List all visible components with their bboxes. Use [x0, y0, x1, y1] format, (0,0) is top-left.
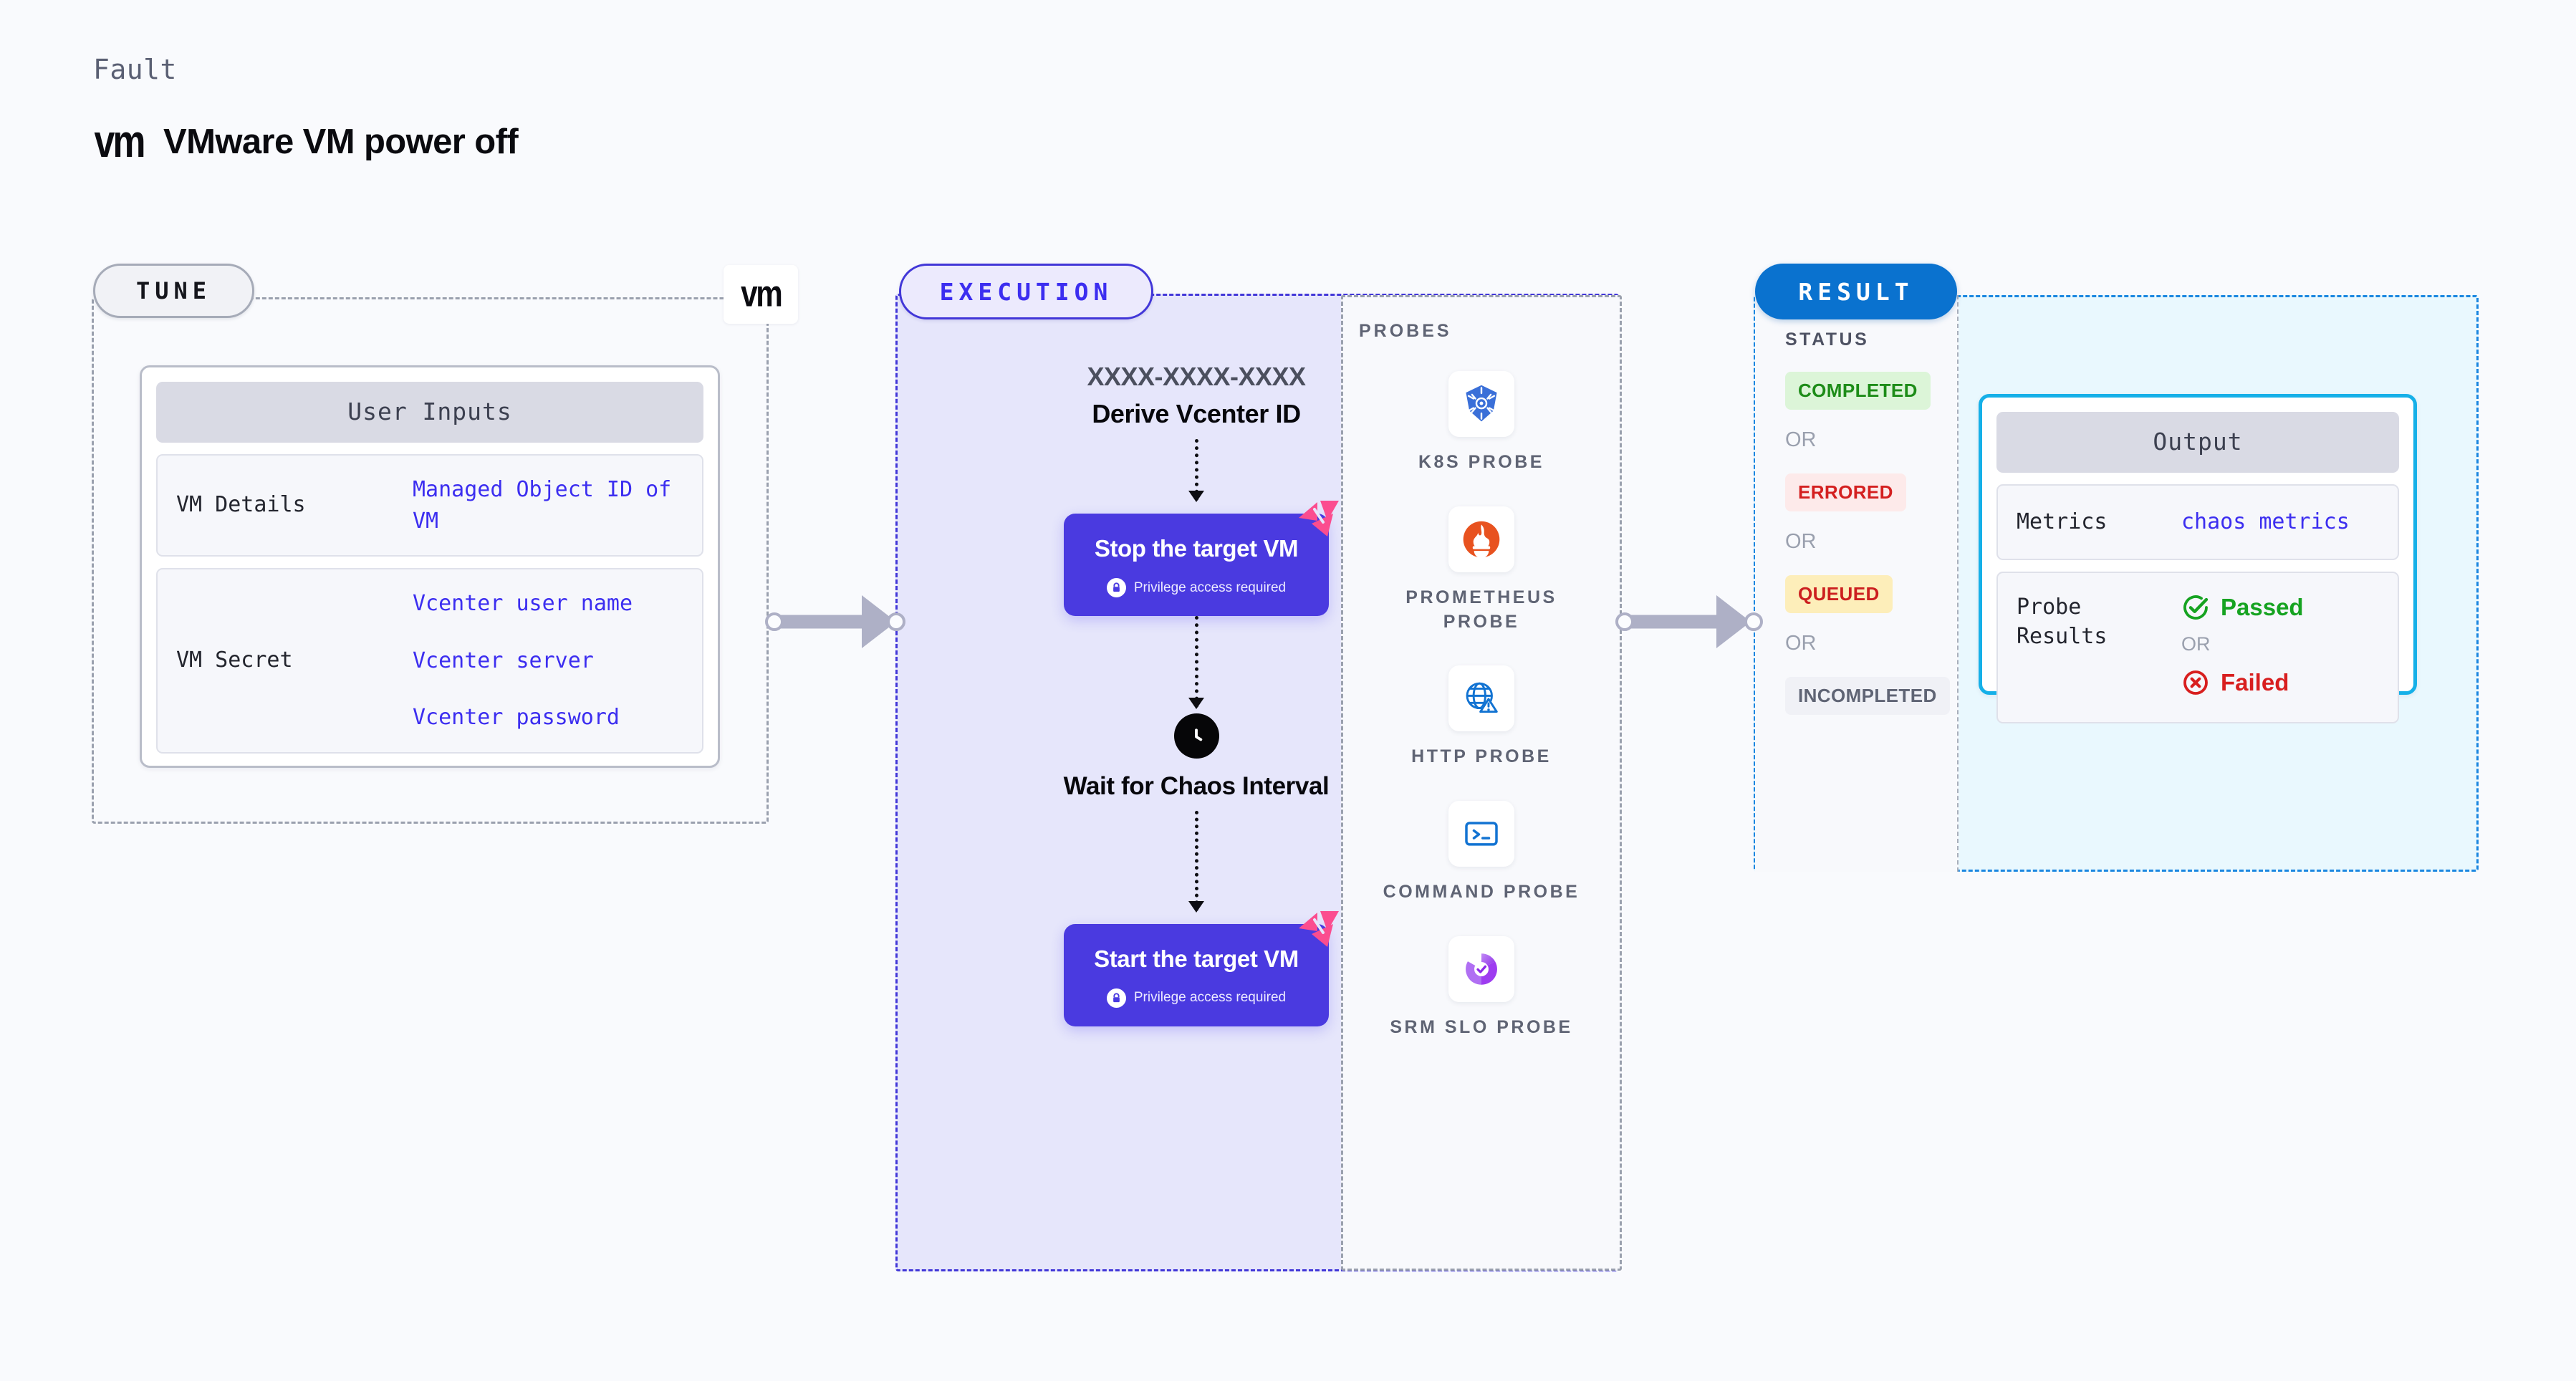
- fault-kicker: Fault: [93, 54, 177, 85]
- table-row: VM Secret Vcenter user name Vcenter serv…: [156, 568, 703, 754]
- probe-results-values: Passed OR Failed: [2181, 593, 2304, 697]
- list-item: Vcenter user name: [413, 591, 633, 616]
- list-item[interactable]: PROMETHEUS PROBE: [1378, 506, 1585, 635]
- probes-panel: PROBES K8S PROBE: [1341, 295, 1622, 1271]
- or-label: OR: [2181, 633, 2211, 655]
- probe-result-failed: Failed: [2181, 668, 2304, 697]
- probes-title: PROBES: [1359, 321, 1452, 341]
- wait-chaos-interval-label: Wait for Chaos Interval: [1063, 772, 1330, 800]
- probe-list: K8S PROBE PROMETHEUS PROBE: [1343, 371, 1620, 1040]
- status-badge: QUEUED: [1785, 575, 1893, 613]
- status-column: STATUS COMPLETED OR ERRORED OR QUEUED OR…: [1755, 295, 1959, 872]
- output-card: Output Metrics chaos metrics Probe Resul…: [1979, 394, 2417, 723]
- list-item[interactable]: K8S PROBE: [1378, 371, 1585, 475]
- status-badge: INCOMPLETED: [1785, 677, 1950, 715]
- privilege-note: Privilege access required: [1081, 578, 1312, 597]
- check-circle-icon: [2183, 595, 2209, 620]
- page-title: vm VMware VM power off: [93, 116, 519, 168]
- start-target-vm-card[interactable]: Start the target VM Privilege access req…: [1064, 910, 1339, 1026]
- list-item: Managed Object ID of VM: [413, 477, 672, 534]
- output-title: Output: [1996, 412, 2399, 473]
- list-item: Vcenter password: [413, 705, 620, 730]
- execution-flow: XXXX-XXXX-XXXX Derive Vcenter ID Stop th…: [903, 362, 1490, 1026]
- flow-arrow: [1188, 439, 1204, 502]
- probe-label: SRM SLO PROBE: [1390, 1016, 1573, 1037]
- list-item[interactable]: COMMAND PROBE: [1378, 801, 1585, 905]
- failed-label: Failed: [2221, 669, 2289, 696]
- prometheus-icon: [1448, 506, 1514, 572]
- probe-label: HTTP PROBE: [1411, 746, 1552, 767]
- status-badge: ERRORED: [1785, 473, 1906, 511]
- list-item[interactable]: HTTP PROBE: [1378, 665, 1585, 769]
- user-inputs-card: User Inputs VM Details Managed Object ID…: [140, 365, 720, 768]
- result-badge[interactable]: RESULT: [1755, 264, 1957, 319]
- clock-icon: [1173, 713, 1219, 759]
- probe-label: COMMAND PROBE: [1383, 882, 1580, 902]
- vm-details-values: Managed Object ID of VM: [413, 474, 683, 536]
- connector-execution-to-result: [1615, 595, 1763, 649]
- status-badge: COMPLETED: [1785, 372, 1931, 410]
- metrics-label: Metrics: [2017, 509, 2108, 534]
- start-target-vm-title: Start the target VM: [1094, 945, 1299, 972]
- chaos-badge-icon: [1299, 501, 1339, 536]
- stop-target-vm-step[interactable]: Stop the target VM Privilege access requ…: [903, 501, 1490, 616]
- table-row: Metrics chaos metrics: [1996, 484, 2399, 560]
- page-title-text: VMware VM power off: [163, 122, 519, 161]
- vmware-logo-icon: vm: [94, 116, 145, 168]
- tune-panel: [92, 297, 769, 824]
- table-row: Probe Results Passed OR Failed: [1996, 572, 2399, 723]
- user-inputs-title: User Inputs: [156, 382, 703, 443]
- privilege-note: Privilege access required: [1081, 988, 1312, 1008]
- vm-secret-values: Vcenter user name Vcenter server Vcenter…: [413, 588, 633, 733]
- vmware-chip-logo-icon: vm: [740, 273, 783, 315]
- chaos-badge-icon: [1299, 910, 1339, 947]
- lock-icon: [1106, 578, 1126, 597]
- wait-chaos-interval-step: Wait for Chaos Interval: [903, 713, 1490, 802]
- lock-icon: [1106, 988, 1126, 1008]
- probe-results-label: Probe Results: [2017, 595, 2108, 649]
- kubernetes-icon: [1448, 371, 1514, 437]
- passed-label: Passed: [2221, 594, 2304, 620]
- vcenter-id-placeholder: XXXX-XXXX-XXXX: [1087, 362, 1306, 391]
- derive-vcenter-id-label: Derive Vcenter ID: [1092, 399, 1301, 428]
- tune-badge[interactable]: TUNE: [93, 264, 254, 318]
- or-label: OR: [1785, 632, 1817, 655]
- flow-arrow: [1188, 616, 1204, 709]
- table-row: VM Details Managed Object ID of VM: [156, 454, 703, 557]
- terminal-icon: [1448, 801, 1514, 867]
- tune-panel-border: [92, 297, 769, 824]
- vm-secret-label: VM Secret: [176, 648, 293, 673]
- privilege-note-text: Privilege access required: [1133, 579, 1287, 595]
- execution-badge[interactable]: EXECUTION: [899, 264, 1153, 319]
- probe-label: K8S PROBE: [1418, 452, 1544, 472]
- start-target-vm-step[interactable]: Start the target VM Privilege access req…: [903, 910, 1490, 1026]
- list-item[interactable]: SRM SLO PROBE: [1378, 935, 1585, 1040]
- vm-details-label: VM Details: [176, 492, 306, 518]
- stop-target-vm-card[interactable]: Stop the target VM Privilege access requ…: [1064, 501, 1339, 616]
- or-label: OR: [1785, 428, 1817, 451]
- or-label: OR: [1785, 530, 1817, 553]
- metrics-value: chaos metrics: [2181, 509, 2350, 535]
- x-circle-icon: [2183, 670, 2208, 695]
- connector-tune-to-execution: [765, 595, 905, 649]
- flow-arrow: [1188, 810, 1204, 913]
- list-item: Vcenter server: [413, 648, 594, 673]
- status-heading: STATUS: [1785, 329, 1870, 350]
- probe-label: PROMETHEUS PROBE: [1405, 587, 1557, 632]
- stop-target-vm-title: Stop the target VM: [1094, 535, 1299, 562]
- privilege-note-text: Privilege access required: [1133, 990, 1287, 1006]
- probe-result-passed: Passed: [2181, 593, 2304, 622]
- srm-slo-icon: [1448, 935, 1514, 1002]
- vmware-chip: vm: [724, 265, 798, 324]
- derive-vcenter-id-step: XXXX-XXXX-XXXX Derive Vcenter ID: [903, 362, 1490, 429]
- http-globe-warning-icon: [1448, 665, 1514, 732]
